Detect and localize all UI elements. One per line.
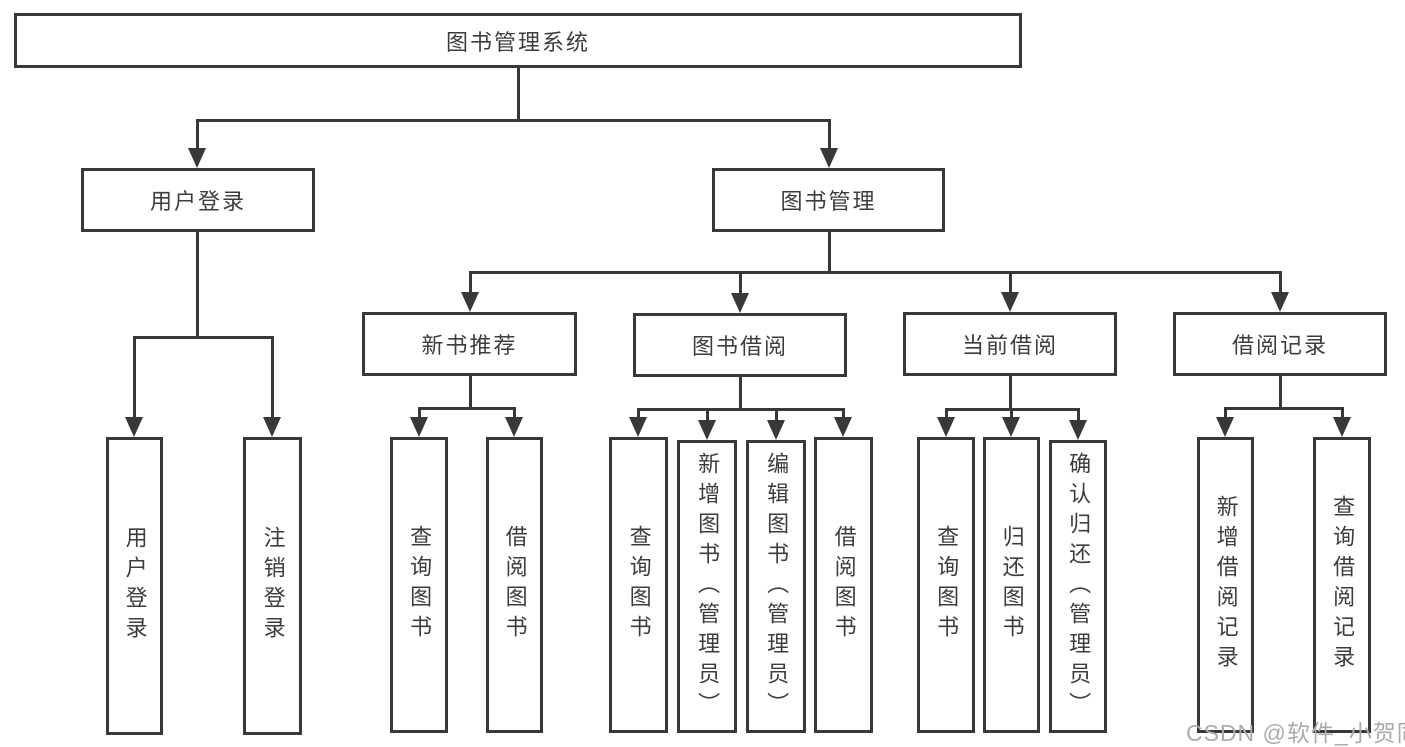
connector-line	[195, 119, 831, 122]
leaf-borrow-borrow-book-label: 借阅图书	[831, 525, 857, 645]
arrow-down-icon	[461, 292, 479, 312]
leaf-recommend-borrow-book-label: 借阅图书	[502, 525, 528, 645]
connector-line	[1278, 376, 1282, 410]
node-book-borrow: 图书借阅	[633, 313, 847, 377]
leaf-user-login: 用户登录	[106, 437, 163, 735]
leaf-add-borrow-record: 新增借阅记录	[1197, 437, 1254, 733]
arrow-down-icon	[1216, 417, 1234, 437]
connector-line	[468, 376, 472, 410]
leaf-return-book: 归还图书	[983, 437, 1040, 733]
leaf-query-borrow-record: 查询借阅记录	[1313, 437, 1371, 733]
leaf-confirm-return-admin-label: 确认归还（管理员）	[1066, 451, 1092, 722]
node-user-login: 用户登录	[81, 168, 315, 232]
connector-line	[1008, 271, 1012, 298]
leaf-edit-book-admin-label: 编辑图书（管理员）	[764, 451, 790, 722]
arrow-down-icon	[1002, 417, 1020, 437]
leaf-current-query-book: 查询图书	[917, 437, 975, 733]
arrow-down-icon	[188, 148, 206, 168]
connector-line	[1076, 408, 1080, 426]
leaf-recommend-query-book-label: 查询图书	[407, 525, 433, 645]
connector-line	[1223, 407, 1344, 410]
node-user-login-label: 用户登录	[149, 189, 246, 214]
leaf-confirm-return-admin: 确认归还（管理员）	[1049, 440, 1107, 733]
leaf-add-book-admin-label: 新增图书（管理员）	[695, 451, 721, 722]
leaf-recommend-borrow-book: 借阅图书	[486, 437, 543, 733]
connector-line	[774, 408, 778, 426]
leaf-current-query-book-label: 查询图书	[934, 525, 960, 645]
arrow-down-icon	[263, 417, 281, 437]
connector-line	[195, 232, 199, 338]
arrow-down-icon	[820, 148, 838, 168]
arrow-down-icon	[834, 417, 852, 437]
arrow-down-icon	[1333, 417, 1351, 437]
leaf-borrow-query-book-label: 查询图书	[626, 525, 652, 645]
connector-line	[195, 119, 199, 154]
connector-line	[512, 407, 516, 423]
arrow-down-icon	[505, 417, 523, 437]
node-library-system: 图书管理系统	[14, 13, 1022, 68]
connector-line	[132, 336, 136, 423]
connector-line	[636, 408, 845, 411]
arrow-down-icon	[125, 417, 143, 437]
leaf-recommend-query-book: 查询图书	[390, 437, 448, 733]
arrow-down-icon	[731, 293, 749, 313]
arrow-down-icon	[937, 417, 955, 437]
node-new-book-recommend: 新书推荐	[362, 312, 577, 376]
leaf-logout: 注销登录	[243, 437, 302, 735]
connector-line	[132, 336, 274, 339]
leaf-logout-label: 注销登录	[260, 526, 286, 646]
node-book-management-label: 图书管理	[780, 189, 877, 214]
connector-line	[417, 407, 516, 410]
arrow-down-icon	[1271, 292, 1289, 312]
arrow-down-icon	[629, 417, 647, 437]
leaf-edit-book-admin: 编辑图书（管理员）	[746, 440, 806, 733]
leaf-user-login-label: 用户登录	[122, 526, 148, 646]
connector-line	[270, 336, 274, 423]
arrow-down-icon	[410, 417, 428, 437]
node-current-borrow-label: 当前借阅	[961, 333, 1058, 358]
node-book-borrow-label: 图书借阅	[691, 334, 788, 359]
node-borrow-records: 借阅记录	[1173, 312, 1387, 376]
connector-line	[827, 119, 831, 154]
leaf-add-book-admin: 新增图书（管理员）	[677, 440, 737, 733]
connector-line	[1008, 376, 1012, 411]
connector-line	[516, 68, 520, 122]
watermark: CSDN @软件_小贺同学	[1186, 720, 1405, 746]
node-library-system-label: 图书管理系统	[445, 29, 590, 55]
connector-line	[841, 408, 845, 423]
connector-line	[738, 271, 742, 299]
arrow-down-icon	[1001, 292, 1019, 312]
leaf-borrow-borrow-book: 借阅图书	[814, 437, 873, 733]
arrow-down-icon	[698, 420, 716, 440]
leaf-add-borrow-record-label: 新增借阅记录	[1213, 495, 1239, 675]
connector-line	[944, 408, 948, 423]
connector-line	[468, 271, 472, 298]
leaf-return-book-label: 归还图书	[999, 525, 1025, 645]
connector-line	[1278, 271, 1282, 298]
leaf-query-borrow-record-label: 查询借阅记录	[1330, 495, 1356, 675]
connector-line	[1340, 407, 1344, 423]
connector-line	[417, 407, 421, 423]
leaf-borrow-query-book: 查询图书	[609, 437, 668, 733]
connector-line	[1223, 407, 1227, 423]
connector-line	[1009, 408, 1013, 423]
arrow-down-icon	[767, 420, 785, 440]
connector-line	[738, 377, 742, 411]
connector-line	[705, 408, 709, 426]
connector-line	[827, 232, 831, 274]
node-current-borrow: 当前借阅	[903, 312, 1117, 376]
connector-line	[468, 271, 1282, 274]
arrow-down-icon	[1069, 420, 1087, 440]
node-new-book-recommend-label: 新书推荐	[421, 333, 518, 358]
node-borrow-records-label: 借阅记录	[1231, 333, 1328, 358]
connector-line	[636, 408, 640, 423]
node-book-management: 图书管理	[712, 168, 945, 232]
